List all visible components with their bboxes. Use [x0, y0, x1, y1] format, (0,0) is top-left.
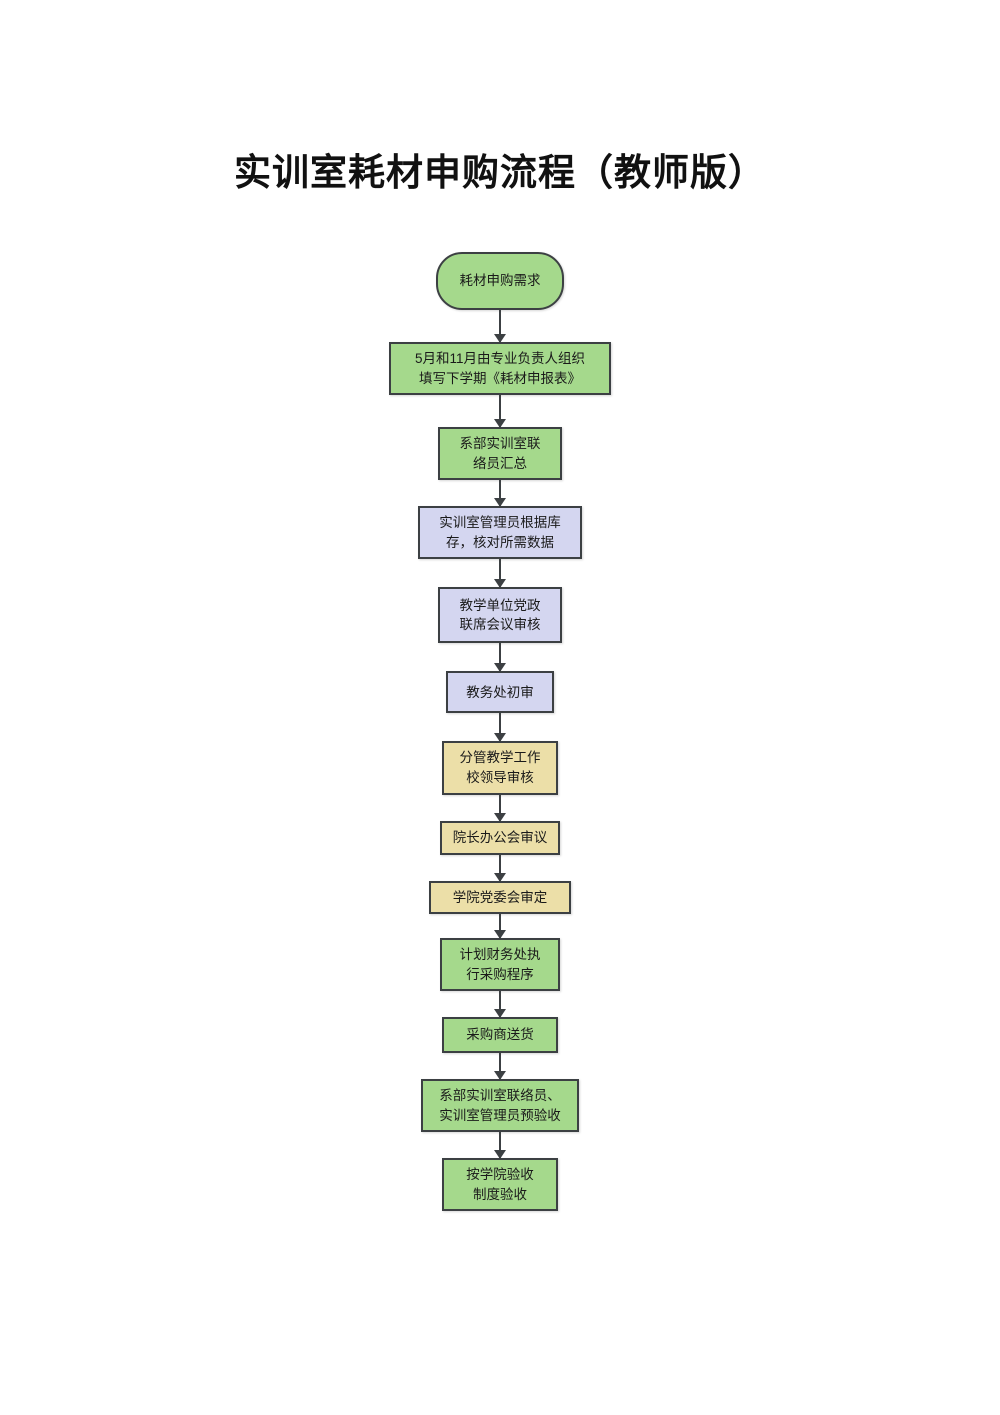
arrow-head-icon	[494, 334, 506, 343]
flow-node-n12[interactable]: 系部实训室联络员、 实训室管理员预验收	[421, 1079, 579, 1133]
flow-node-n11[interactable]: 采购商送货	[442, 1017, 558, 1054]
flow-arrow-n4-to-n5	[493, 559, 507, 589]
arrow-shaft	[499, 991, 501, 1018]
flow-step: 按学院验收 制度验收	[442, 1158, 558, 1212]
flow-node-n8[interactable]: 院长办公会审议	[440, 820, 560, 855]
flow-step: 采购商送货	[442, 1017, 558, 1081]
flow-step: 实训室管理员根据库 存，核对所需数据	[418, 506, 582, 589]
flow-step: 5月和11月由专业负责人组织 填写下学期《耗材申报表》	[389, 342, 611, 429]
arrow-head-icon	[494, 930, 506, 940]
arrow-shaft	[499, 395, 501, 428]
arrow-head-icon	[494, 579, 506, 589]
arrow-shaft	[499, 480, 501, 507]
page-title: 实训室耗材申购流程（教师版）	[234, 153, 766, 194]
arrow-head-icon	[494, 872, 506, 882]
flow-arrow-n8-to-n9	[493, 854, 507, 882]
flow-step: 耗材申购需求	[436, 252, 564, 343]
flowchart: 耗材申购需求 5月和11月由专业负责人组织 填写下学期《耗材申报表》系部实训室联 …	[0, 252, 1000, 1212]
flow-step: 教学单位党政 联席会议审核	[438, 587, 562, 673]
flow-step: 系部实训室联 络员汇总	[438, 427, 562, 508]
arrow-shaft	[499, 643, 501, 672]
flow-arrow-n5-to-n6	[493, 643, 507, 673]
flow-arrow-n11-to-n12	[493, 1053, 507, 1081]
arrow-shaft	[499, 794, 501, 821]
arrow-shaft	[499, 713, 501, 742]
flow-step: 计划财务处执 行采购程序	[440, 938, 560, 1019]
flow-arrow-n7-to-n8	[493, 794, 507, 822]
arrow-shaft	[499, 310, 501, 342]
arrow-head-icon	[494, 1071, 506, 1081]
flow-arrow-n2-to-n3	[493, 395, 507, 429]
flow-step: 教务处初审	[446, 671, 554, 743]
flow-arrow-n3-to-n4	[493, 480, 507, 508]
flow-arrow-n9-to-n10	[493, 914, 507, 940]
arrow-head-icon	[494, 663, 506, 673]
arrow-head-icon	[494, 733, 506, 743]
flow-arrow-n10-to-n11	[493, 991, 507, 1019]
arrow-shaft	[499, 854, 501, 881]
flow-step: 系部实训室联络员、 实训室管理员预验收	[421, 1079, 579, 1160]
flow-arrow-n6-to-n7	[493, 713, 507, 743]
arrow-shaft	[499, 1053, 501, 1080]
flow-node-n9[interactable]: 学院党委会审定	[429, 880, 571, 915]
arrow-head-icon	[494, 1150, 506, 1160]
flow-node-n6[interactable]: 教务处初审	[446, 671, 554, 714]
flow-arrow-n1-to-n2	[493, 310, 507, 343]
arrow-shaft	[499, 559, 501, 588]
flow-node-n5[interactable]: 教学单位党政 联席会议审核	[438, 587, 562, 644]
flow-node-n7[interactable]: 分管教学工作 校领导审核	[442, 741, 558, 795]
flow-step: 院长办公会审议	[440, 820, 560, 882]
flow-node-n13[interactable]: 按学院验收 制度验收	[442, 1158, 558, 1212]
arrow-head-icon	[494, 1009, 506, 1019]
flow-node-n2[interactable]: 5月和11月由专业负责人组织 填写下学期《耗材申报表》	[389, 342, 611, 396]
flow-step: 分管教学工作 校领导审核	[442, 741, 558, 822]
arrow-head-icon	[494, 498, 506, 508]
flow-node-n1[interactable]: 耗材申购需求	[436, 252, 564, 310]
flow-node-n10[interactable]: 计划财务处执 行采购程序	[440, 938, 560, 992]
arrow-head-icon	[494, 812, 506, 822]
arrow-shaft	[499, 1132, 501, 1159]
arrow-head-icon	[494, 419, 506, 429]
flow-step: 学院党委会审定	[429, 880, 571, 940]
flow-arrow-n12-to-n13	[493, 1132, 507, 1160]
flow-node-n3[interactable]: 系部实训室联 络员汇总	[438, 427, 562, 481]
flow-node-n4[interactable]: 实训室管理员根据库 存，核对所需数据	[418, 506, 582, 560]
arrow-shaft	[499, 914, 501, 939]
